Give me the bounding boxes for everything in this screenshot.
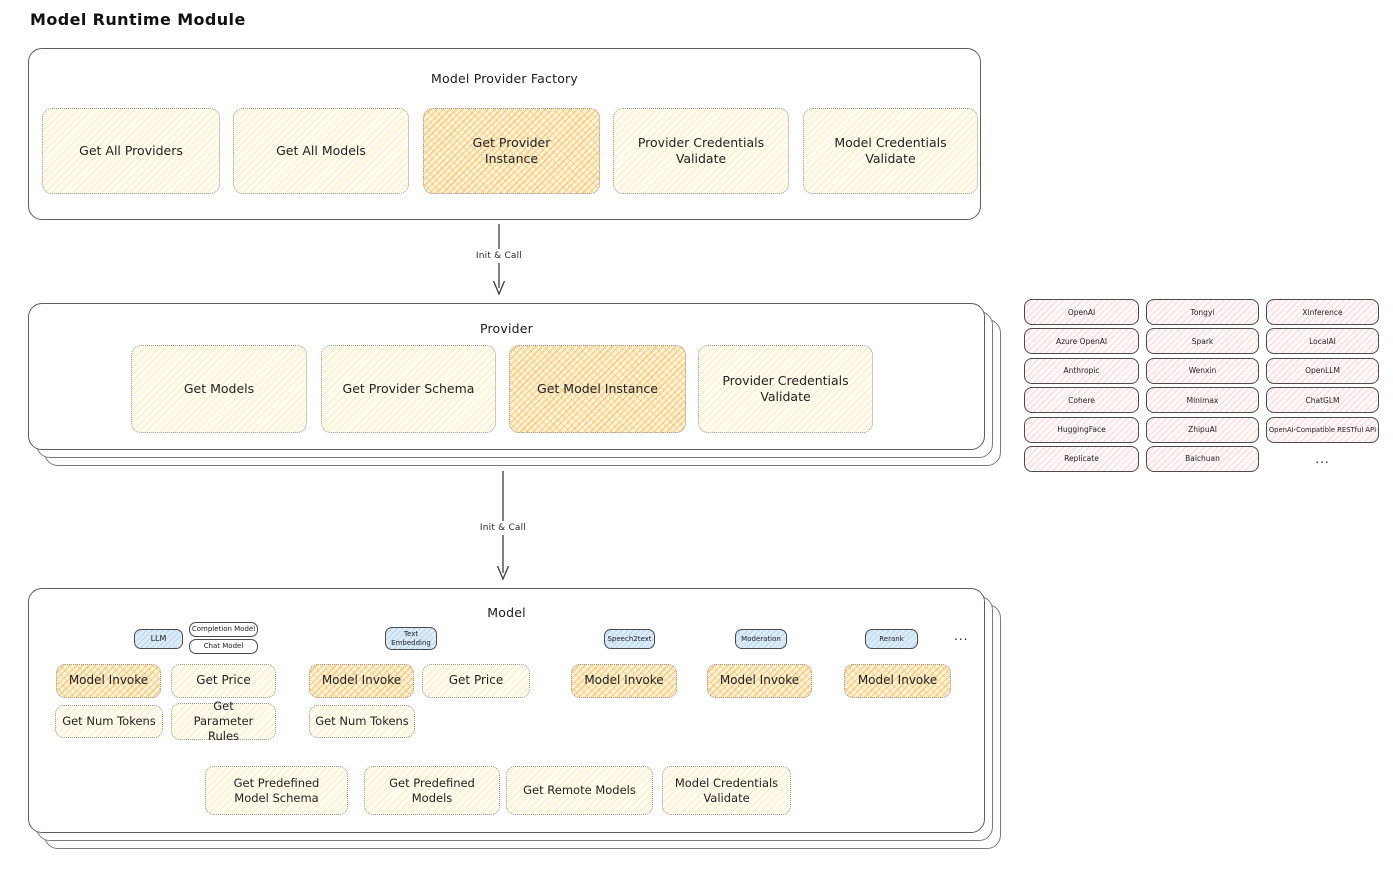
provider-pill-chatglm: ChatGLM bbox=[1266, 387, 1379, 414]
provider-panel-group: Provider Get Models Get Provider Schema … bbox=[28, 303, 1001, 466]
op-get-price-text-embedding: Get Price bbox=[422, 664, 530, 698]
provider-pill-xinference: Xinference bbox=[1266, 299, 1379, 325]
provider-panel: Provider Get Models Get Provider Schema … bbox=[28, 303, 985, 450]
op-get-remote-models: Get Remote Models bbox=[506, 766, 653, 815]
provider-pill-anthropic: Anthropic bbox=[1024, 357, 1139, 384]
factory-panel: Model Provider Factory Get All Providers… bbox=[28, 48, 981, 220]
provider-pill-tongyi: Tongyi bbox=[1146, 299, 1259, 325]
op-get-price-llm: Get Price bbox=[171, 664, 276, 698]
tab-completion-model: Completion Model bbox=[189, 622, 258, 637]
op-get-models: Get Models bbox=[131, 345, 307, 433]
op-get-provider-schema: Get Provider Schema bbox=[321, 345, 496, 433]
op-model-invoke-moderation: Model Invoke bbox=[707, 664, 812, 698]
provider-pill-minimax: Minimax bbox=[1146, 387, 1259, 414]
arrow1-label: Init & Call bbox=[469, 249, 529, 263]
op-get-num-tokens-llm: Get Num Tokens bbox=[55, 705, 163, 738]
tab-chat-model: Chat Model bbox=[189, 639, 258, 654]
op-model-invoke-llm: Model Invoke bbox=[56, 664, 161, 698]
op-get-predefined-models: Get Predefined Models bbox=[364, 766, 500, 815]
provider-pill-azure-openai: Azure OpenAI bbox=[1024, 328, 1139, 355]
model-tabs-ellipsis: ... bbox=[954, 629, 969, 643]
provider-pill-baichuan: Baichuan bbox=[1146, 445, 1259, 472]
op-get-model-instance: Get Model Instance bbox=[509, 345, 686, 433]
provider-pill-openllm: OpenLLM bbox=[1266, 357, 1379, 384]
op-get-parameter-rules: Get Parameter Rules bbox=[171, 699, 276, 743]
provider-pill-localai: LocalAI bbox=[1266, 328, 1379, 355]
arrow2-label: Init & Call bbox=[473, 521, 533, 535]
provider-title: Provider bbox=[479, 321, 534, 336]
op-get-provider-instance: Get Provider Instance bbox=[423, 108, 600, 194]
model-title: Model bbox=[487, 605, 526, 620]
page-title: Model Runtime Module bbox=[30, 10, 246, 29]
provider-implementations-grid: OpenAI Tongyi Xinference Azure OpenAI Sp… bbox=[1024, 299, 1379, 472]
factory-panel-group: Model Provider Factory Get All Providers… bbox=[28, 48, 981, 220]
tab-text-embedding: Text Embedding bbox=[385, 627, 437, 650]
tab-speech2text: Speech2text bbox=[604, 629, 655, 649]
tab-llm: LLM bbox=[134, 629, 183, 649]
provider-pill-spark: Spark bbox=[1146, 328, 1259, 355]
op-model-credentials-validate: Model Credentials Validate bbox=[803, 108, 978, 194]
factory-title: Model Provider Factory bbox=[430, 71, 578, 86]
op-provider-credentials-validate: Provider Credentials Validate bbox=[613, 108, 789, 194]
tab-rerank: Rerank bbox=[865, 629, 918, 649]
provider-pill-zhipuai: ZhipuAI bbox=[1146, 416, 1259, 443]
op-provider-credentials-validate-2: Provider Credentials Validate bbox=[698, 345, 873, 433]
op-model-invoke-speech2text: Model Invoke bbox=[571, 664, 677, 698]
op-get-predefined-model-schema: Get Predefined Model Schema bbox=[205, 766, 348, 815]
provider-pill-huggingface: HuggingFace bbox=[1024, 416, 1139, 443]
provider-pill-replicate: Replicate bbox=[1024, 445, 1139, 472]
op-model-invoke-rerank: Model Invoke bbox=[844, 664, 951, 698]
provider-pill-cohere: Cohere bbox=[1024, 387, 1139, 414]
provider-grid-ellipsis: ... bbox=[1315, 451, 1330, 466]
tab-moderation: Moderation bbox=[735, 629, 787, 649]
op-model-credentials-validate-2: Model Credentials Validate bbox=[662, 766, 791, 815]
provider-pill-openai-compatible-restful-api: OpenAI-Compatible RESTful API bbox=[1266, 416, 1379, 443]
op-get-all-models: Get All Models bbox=[233, 108, 409, 194]
model-panel-group: Model LLM Completion Model Chat Model Te… bbox=[28, 588, 1001, 849]
provider-pill-openai: OpenAI bbox=[1024, 299, 1139, 325]
op-model-invoke-text-embedding: Model Invoke bbox=[309, 664, 414, 698]
op-get-num-tokens-text-embedding: Get Num Tokens bbox=[309, 705, 415, 738]
provider-pill-wenxin: Wenxin bbox=[1146, 357, 1259, 384]
model-panel: Model LLM Completion Model Chat Model Te… bbox=[28, 588, 985, 833]
op-get-all-providers: Get All Providers bbox=[42, 108, 220, 194]
